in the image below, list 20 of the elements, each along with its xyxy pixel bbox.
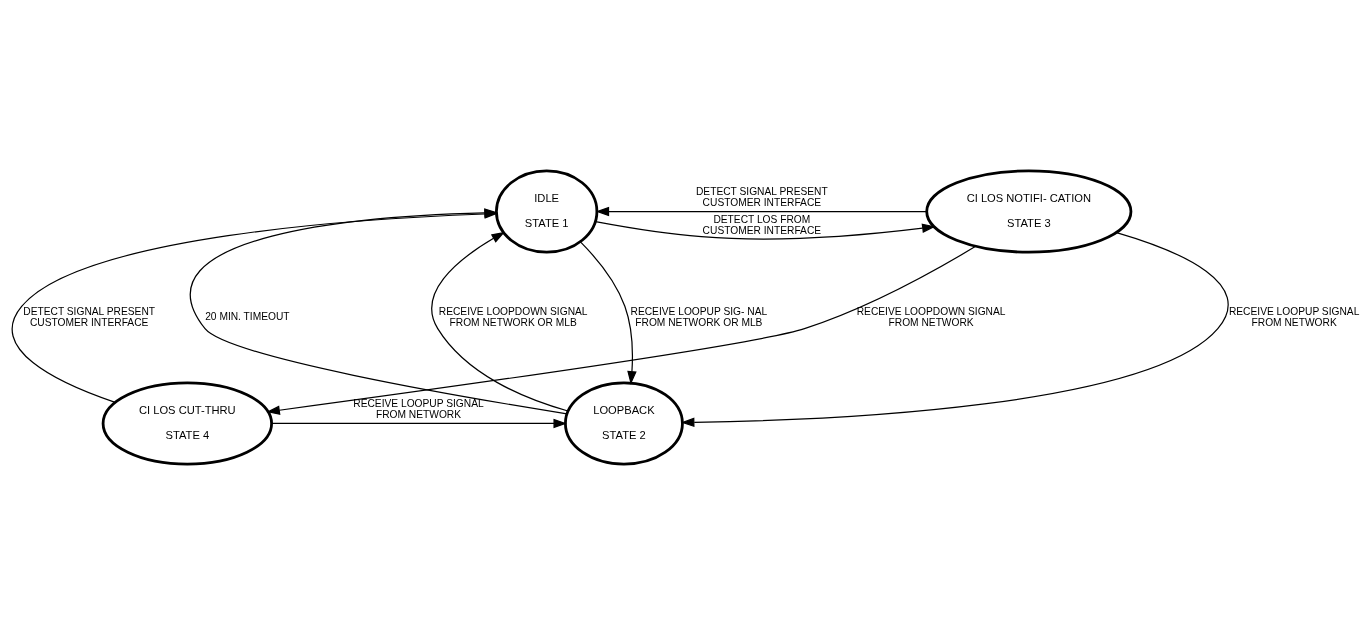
edge-label: DETECT SIGNAL PRESENT CUSTOMER INTERFACE (23, 305, 156, 328)
node-ellipse: IDLE STATE 1 (495, 169, 599, 254)
edge-label: 20 MIN. TIMEOUT (205, 311, 290, 323)
arrow (680, 231, 1229, 428)
edge-label: RECEIVE LOOPDOWN SIGNAL FROM NETWORK (856, 305, 1006, 328)
arrow (595, 206, 928, 217)
arrow (266, 246, 976, 415)
edge-label: RECEIVE LOOPUP SIGNAL FROM NETWORK (353, 397, 484, 420)
arrow (271, 418, 568, 429)
edge-label: DETECT LOS FROM CUSTOMER INTERFACE (702, 213, 822, 236)
arrow (431, 231, 569, 412)
arrow (594, 220, 936, 240)
node-ellipse: LOOPBACK STATE 2 (564, 381, 684, 466)
edge-label: RECEIVE LOOPUP SIG- NAL FROM NETWORK OR MLB (630, 305, 768, 328)
node-ellipse: CI LOS CUT-THRU STATE 4 (101, 381, 273, 466)
edge-label: RECEIVE LOOPUP SIGNAL FROM NETWORK (1228, 305, 1360, 328)
edge-label: RECEIVE LOOPDOWN SIGNAL FROM NETWORK OR MLB (438, 305, 588, 328)
edge-label: DETECT SIGNAL PRESENT CUSTOMER INTERFACE (695, 185, 828, 208)
arrow (579, 241, 637, 385)
node-ellipse: CI LOS NOTIFI- CATION STATE 3 (925, 169, 1133, 254)
